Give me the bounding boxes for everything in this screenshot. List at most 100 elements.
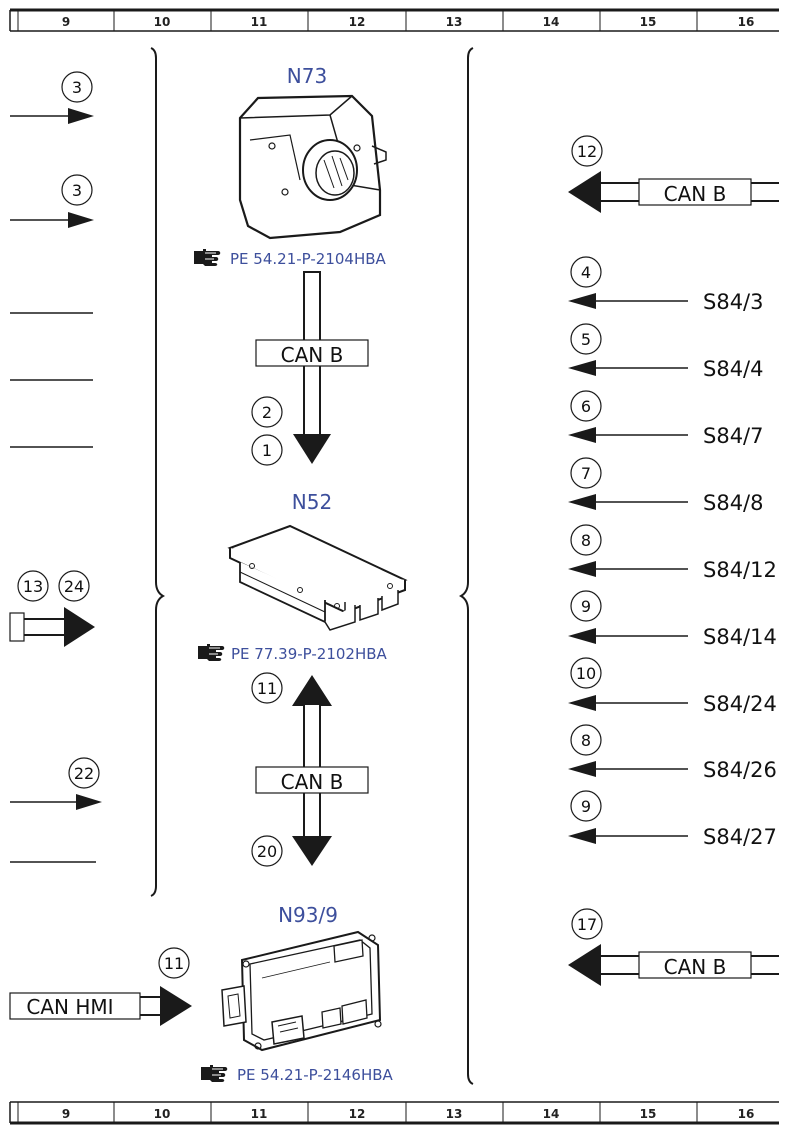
- ruler-col-16: 16: [738, 15, 755, 29]
- right-signal-marker: 4: [581, 263, 591, 282]
- ruler-col-10: 10: [154, 15, 171, 29]
- right-can-link-1: 12 CAN B: [568, 135, 779, 213]
- ruler-col-9: 9: [62, 15, 70, 29]
- bus-arrow-right-icon: [64, 607, 95, 647]
- arrow-down-icon: [292, 836, 332, 866]
- n52-ref[interactable]: PE 77.39-P-2102HBA: [231, 645, 388, 663]
- arrow-left-icon: [568, 360, 596, 376]
- right-signal-s84-12: 8 S84/12: [568, 524, 777, 582]
- can-hmi-label: CAN HMI: [26, 995, 113, 1019]
- can-hmi-link: 11 CAN HMI: [9, 947, 192, 1026]
- ruler-bottom-col-15: 15: [640, 1107, 657, 1121]
- arrow-left-icon: [568, 494, 596, 510]
- n52-title: N52: [292, 490, 332, 514]
- n93-device-image: [221, 930, 382, 1052]
- can-b-link-bottom: CAN B 11 20: [251, 672, 369, 867]
- arrow-left-icon: [568, 628, 596, 644]
- right-can-label-2: CAN B: [664, 955, 727, 979]
- right-signal-s84-4: 5 S84/4: [568, 323, 764, 381]
- can-b-label-bottom: CAN B: [281, 770, 344, 794]
- ruler-bottom-col-12: 12: [349, 1107, 366, 1121]
- right-signal-s84-8: 7 S84/8: [568, 457, 764, 515]
- arrow-down-icon: [293, 434, 331, 464]
- right-signal-label: S84/24: [703, 692, 777, 716]
- right-signal-marker: 7: [581, 464, 591, 483]
- bus-arrow-left-icon: [568, 944, 601, 986]
- right-can-label-1: CAN B: [664, 182, 727, 206]
- ruler-bottom-col-16: 16: [738, 1107, 755, 1121]
- center-marker-11: 11: [257, 679, 277, 698]
- ruler-bottom-col-10: 10: [154, 1107, 171, 1121]
- left-signal-3: 22: [10, 757, 102, 810]
- ruler-col-15: 15: [640, 15, 657, 29]
- can-b-link-top: CAN B 2 1: [251, 271, 369, 466]
- right-signal-s84-7: 6 S84/7: [568, 390, 764, 448]
- left-brace: [150, 47, 166, 897]
- n73-title: N73: [287, 64, 327, 88]
- arrow-right-icon: [68, 212, 94, 228]
- left-marker-24: 24: [64, 577, 84, 596]
- top-ruler: 9 10 11 12 13 14 15 16: [9, 8, 779, 32]
- right-signal-s84-14: 9 S84/14: [568, 590, 777, 649]
- arrow-left-icon: [568, 695, 596, 711]
- pointing-hand-icon: [193, 248, 221, 267]
- ruler-bottom-col-13: 13: [446, 1107, 463, 1121]
- right-signal-marker: 8: [581, 531, 591, 550]
- ruler-bottom-col-9: 9: [62, 1107, 70, 1121]
- right-signal-label: S84/4: [703, 357, 764, 381]
- ruler-bottom-col-14: 14: [543, 1107, 560, 1121]
- right-signal-label: S84/27: [703, 825, 777, 849]
- bus-arrow-left-icon: [568, 171, 601, 213]
- right-signal-s84-27: 9 S84/27: [568, 790, 777, 849]
- center-marker-1: 1: [262, 441, 272, 460]
- arrow-left-icon: [568, 828, 596, 844]
- n52-device-image: [227, 524, 408, 631]
- left-marker-2: 3: [72, 181, 82, 200]
- right-signal-label: S84/3: [703, 290, 764, 314]
- bottom-ruler: 9 10 11 12 13 14 15 16: [9, 1101, 779, 1125]
- arrow-left-icon: [568, 761, 596, 777]
- bus-arrow-right-icon: [160, 986, 192, 1026]
- left-bus-arrow: 13 24: [9, 570, 95, 647]
- right-signal-label: S84/8: [703, 491, 764, 515]
- left-signal-2: 3: [10, 174, 94, 228]
- ruler-col-13: 13: [446, 15, 463, 29]
- pointing-hand-icon: [197, 643, 225, 662]
- arrow-left-icon: [568, 561, 596, 577]
- center-marker-2: 2: [262, 403, 272, 422]
- arrow-right-icon: [68, 108, 94, 124]
- right-signal-marker: 6: [581, 397, 591, 416]
- left-signal-1: 3: [10, 71, 94, 124]
- right-signal-marker: 8: [581, 731, 591, 750]
- left-marker-11: 11: [164, 954, 184, 973]
- arrow-up-icon: [292, 675, 332, 706]
- right-signal-marker: 9: [581, 597, 591, 616]
- ruler-col-14: 14: [543, 15, 560, 29]
- right-signal-label: S84/14: [703, 625, 777, 649]
- right-signal-label: S84/26: [703, 758, 777, 782]
- n73-ref[interactable]: PE 54.21-P-2104HBA: [230, 250, 387, 268]
- center-marker-20: 20: [257, 842, 277, 861]
- right-marker-12: 12: [577, 142, 597, 161]
- n93-title: N93/9: [278, 903, 338, 927]
- left-marker-22: 22: [74, 764, 94, 783]
- pointing-hand-icon: [200, 1064, 228, 1083]
- right-signal-marker: 5: [581, 330, 591, 349]
- right-marker-17: 17: [577, 915, 597, 934]
- right-signal-label: S84/12: [703, 558, 777, 582]
- right-signal-s84-3: 4 S84/3: [568, 256, 764, 314]
- n93-ref[interactable]: PE 54.21-P-2146HBA: [237, 1066, 394, 1084]
- ruler-col-11: 11: [251, 15, 268, 29]
- left-marker-1: 3: [72, 78, 82, 97]
- arrow-right-icon: [76, 794, 102, 810]
- arrow-left-icon: [568, 293, 596, 309]
- ruler-bottom-col-11: 11: [251, 1107, 268, 1121]
- right-signal-label: S84/7: [703, 424, 764, 448]
- right-signal-s84-24: 10 S84/24: [568, 657, 777, 716]
- arrow-left-icon: [568, 427, 596, 443]
- right-signal-marker: 9: [581, 797, 591, 816]
- right-signal-s84-26: 8 S84/26: [568, 724, 777, 782]
- ruler-col-12: 12: [349, 15, 366, 29]
- left-marker-13: 13: [23, 577, 43, 596]
